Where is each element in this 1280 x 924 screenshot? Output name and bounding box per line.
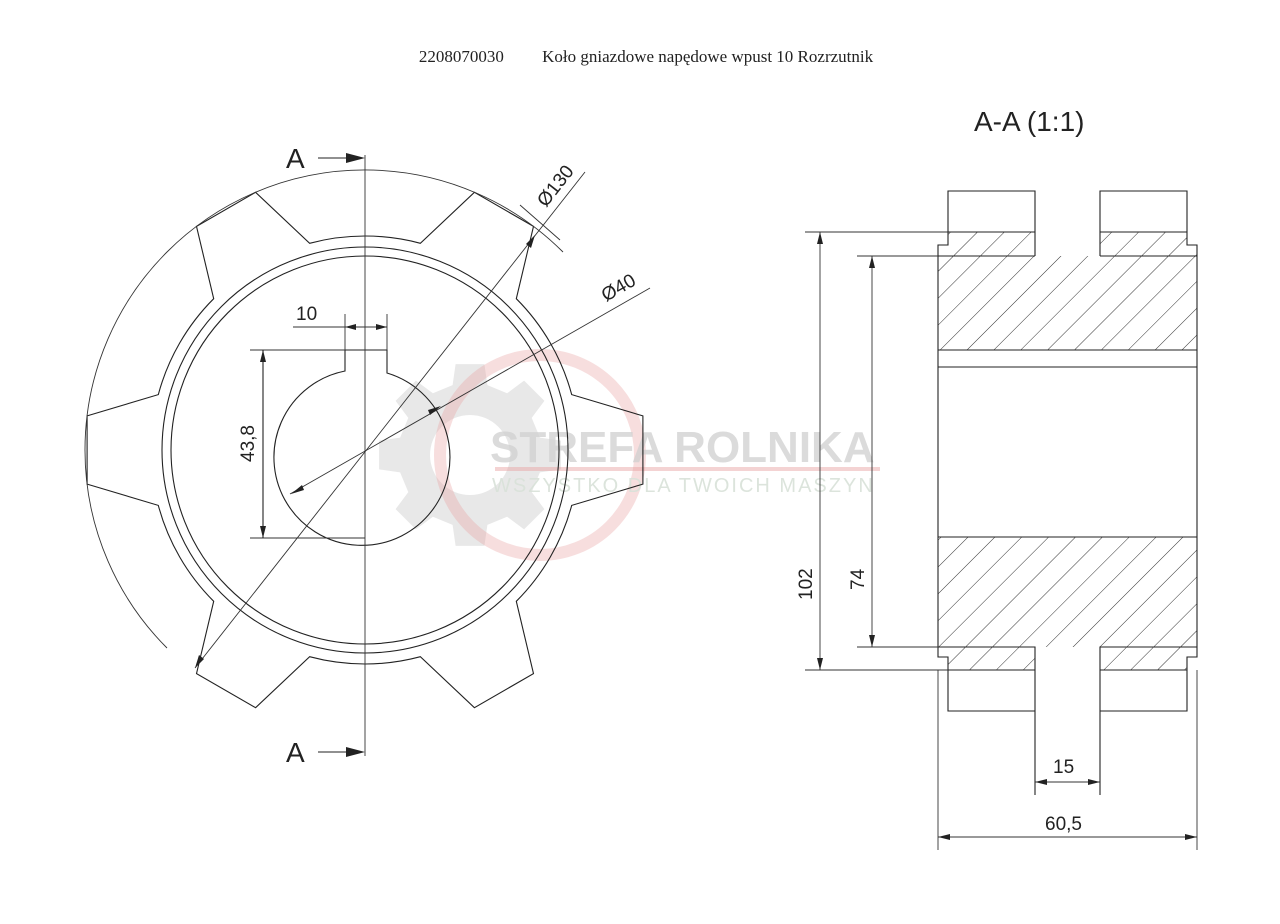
front-view: A A Ø130 Ø40 10 43,8 [84,143,651,768]
arrow-icon [346,747,365,757]
part-number: 2208070030 [418,47,504,66]
watermark-ring-icon [434,349,646,561]
watermark-gear-icon [379,364,561,546]
section-mark-top: A [286,143,305,174]
part-name: Koło gniazdowe napędowe wpust 10 Rozrzut… [542,47,874,66]
dim-line-outer-diameter [194,171,586,669]
tip-circle [84,169,564,649]
dim-key-depth: 43,8 [238,425,259,462]
drawing-title: 2208070030 Koło gniazdowe napędowe wpust… [0,47,1280,67]
section-outline-top [937,190,1198,350]
dim-outer: 102 [796,568,817,600]
dim-groove: 15 [1053,757,1074,778]
arrow-icon [346,153,365,163]
section-outline-bottom [937,537,1198,795]
dim-width: 60,5 [1045,814,1082,835]
section-mark-bottom: A [286,737,305,768]
dim-outer-diameter: Ø130 [533,162,578,212]
dim-key-width: 10 [296,304,317,325]
watermark-brand: STREFA ROLNIKA [490,423,875,472]
dim-bore-diameter: Ø40 [598,270,640,306]
section-title: A-A (1:1) [974,106,1084,137]
watermark-slogan: WSZYSTKO DLA TWOICH MASZYN [492,475,875,497]
dim-root: 74 [848,568,869,590]
section-view: A-A (1:1) 102 74 15 60, [796,106,1198,850]
dim-line-bore-diameter [289,287,651,495]
watermark: STREFA ROLNIKA WSZYSTKO DLA TWOICH MASZY… [379,349,880,561]
